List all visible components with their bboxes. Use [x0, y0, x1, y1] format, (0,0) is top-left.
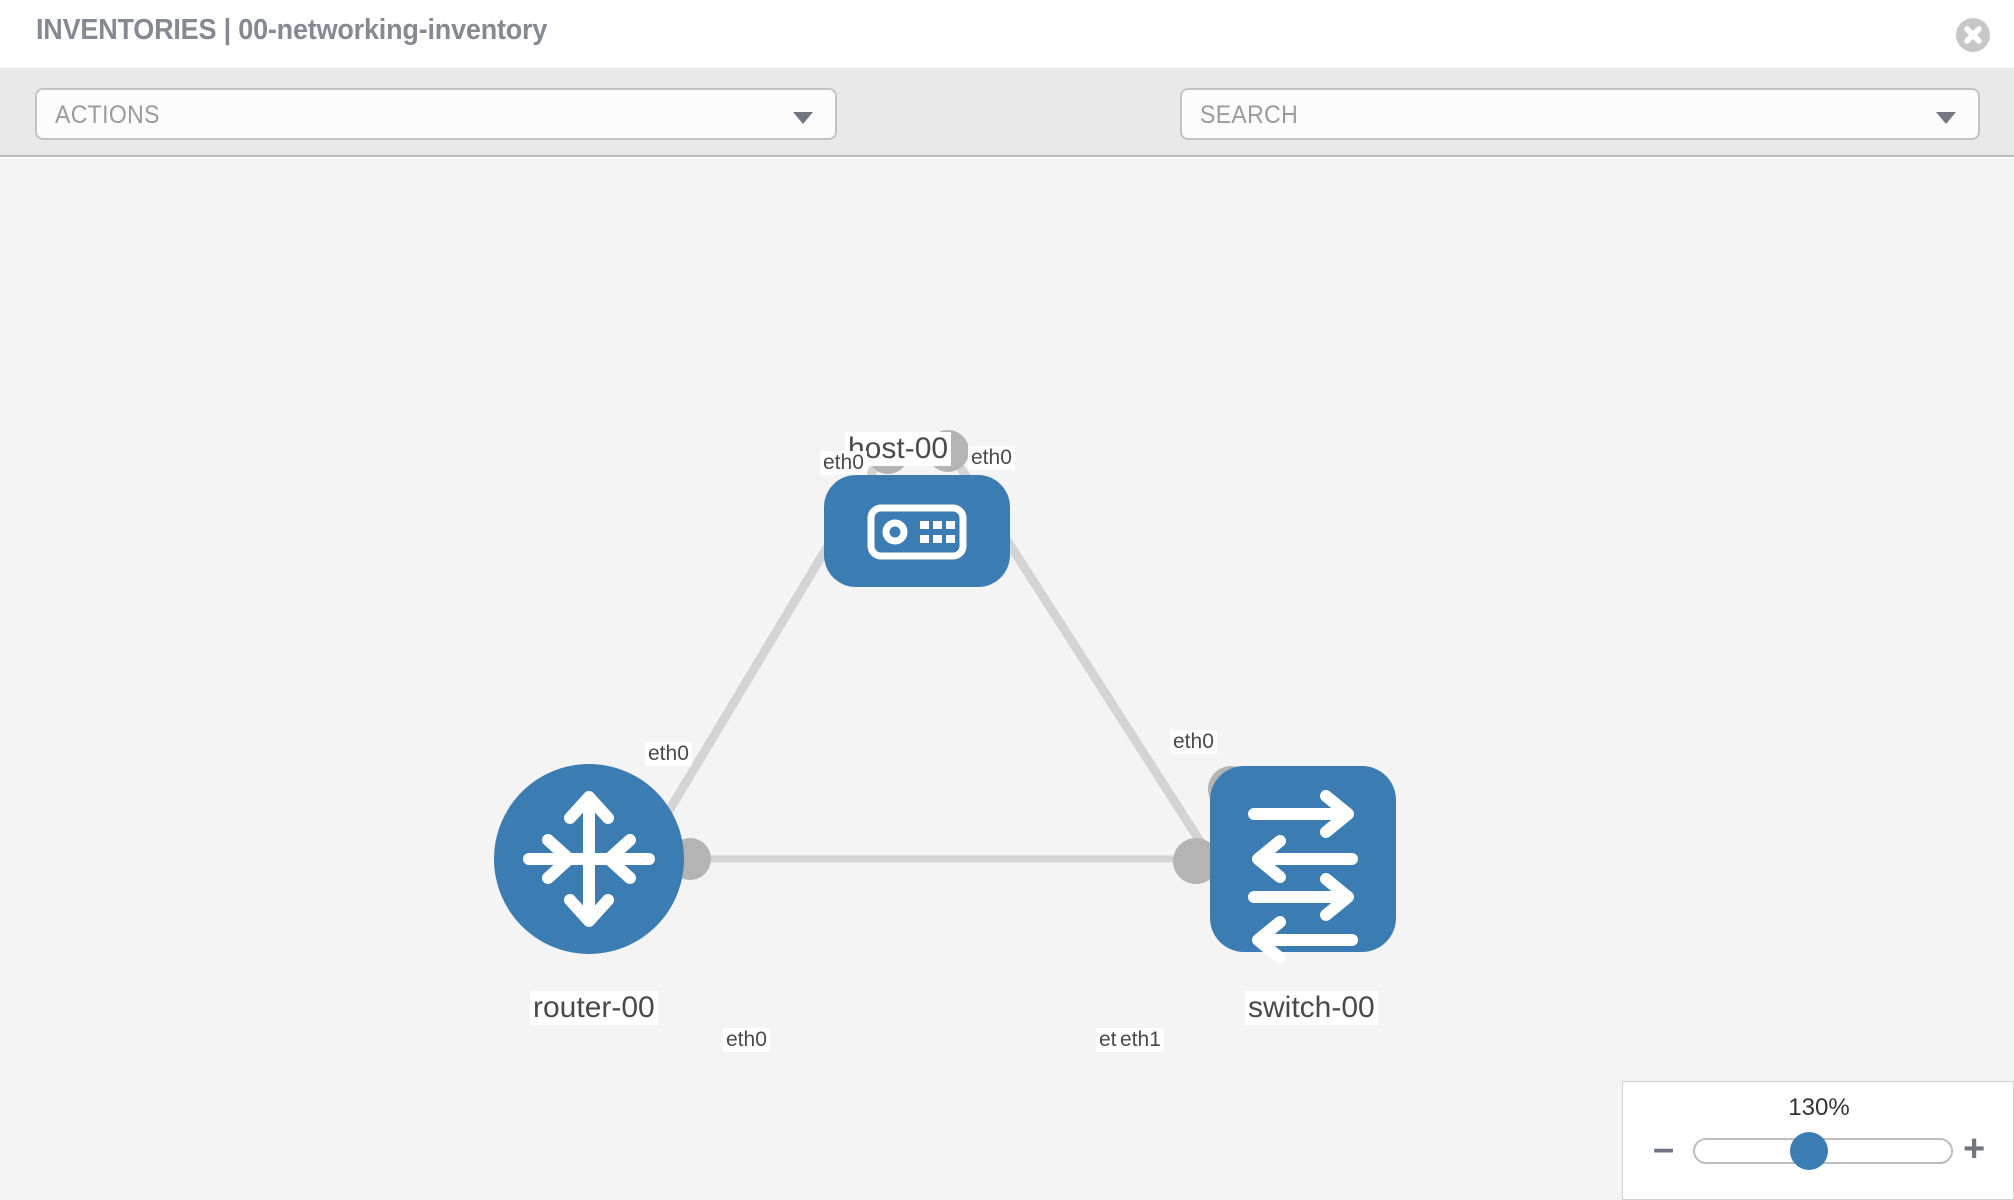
- switch-arrows-icon: [1248, 790, 1358, 964]
- chevron-down-icon: [793, 112, 813, 124]
- zoom-level-value: 130%: [1788, 1094, 1850, 1121]
- iface-label-router-eth0-up: eth0: [645, 742, 692, 767]
- iface-label-switch-eth1-left: eth1: [1117, 1028, 1164, 1053]
- node-label-switch-00: switch-00: [1245, 991, 1378, 1025]
- iface-label-router-eth0-right: eth0: [723, 1028, 770, 1053]
- zoom-control-panel: 130% – +: [1622, 1081, 2014, 1200]
- chevron-down-icon: [1936, 112, 1956, 124]
- actions-dropdown-label: ACTIONS: [55, 101, 160, 129]
- toolbar: ACTIONS SEARCH: [0, 69, 2014, 197]
- page-title: INVENTORIES | 00-networking-inventory: [36, 14, 548, 46]
- close-button[interactable]: [1956, 18, 1990, 52]
- close-icon: [1964, 26, 1982, 44]
- router-arrows-icon: [523, 791, 655, 927]
- topology-graph: [494, 430, 1396, 964]
- zoom-in-button[interactable]: +: [1963, 1128, 1986, 1170]
- port-switch-left[interactable]: [1173, 838, 1219, 884]
- iface-label-switch-eth0-up: eth0: [1170, 730, 1217, 755]
- iface-label-host-eth0-right: eth0: [968, 446, 1015, 471]
- node-router-00[interactable]: [494, 764, 684, 954]
- actions-dropdown[interactable]: ACTIONS: [35, 88, 837, 140]
- topology-canvas[interactable]: host-00 router-00 switch-00 eth0 eth0 et…: [0, 159, 2014, 1200]
- search-input[interactable]: SEARCH: [1180, 88, 1980, 140]
- page-header: INVENTORIES | 00-networking-inventory: [0, 0, 2014, 69]
- node-label-router-00: router-00: [530, 991, 658, 1025]
- node-switch-00[interactable]: [1210, 766, 1396, 964]
- server-icon: [867, 504, 967, 560]
- zoom-out-button[interactable]: –: [1653, 1128, 1675, 1170]
- zoom-slider-thumb[interactable]: [1790, 1132, 1828, 1170]
- node-label-host-00: host-00: [845, 432, 952, 466]
- node-host-00[interactable]: [824, 475, 1010, 587]
- search-placeholder: SEARCH: [1200, 101, 1299, 129]
- iface-label-host-eth0-left: eth0: [820, 451, 867, 476]
